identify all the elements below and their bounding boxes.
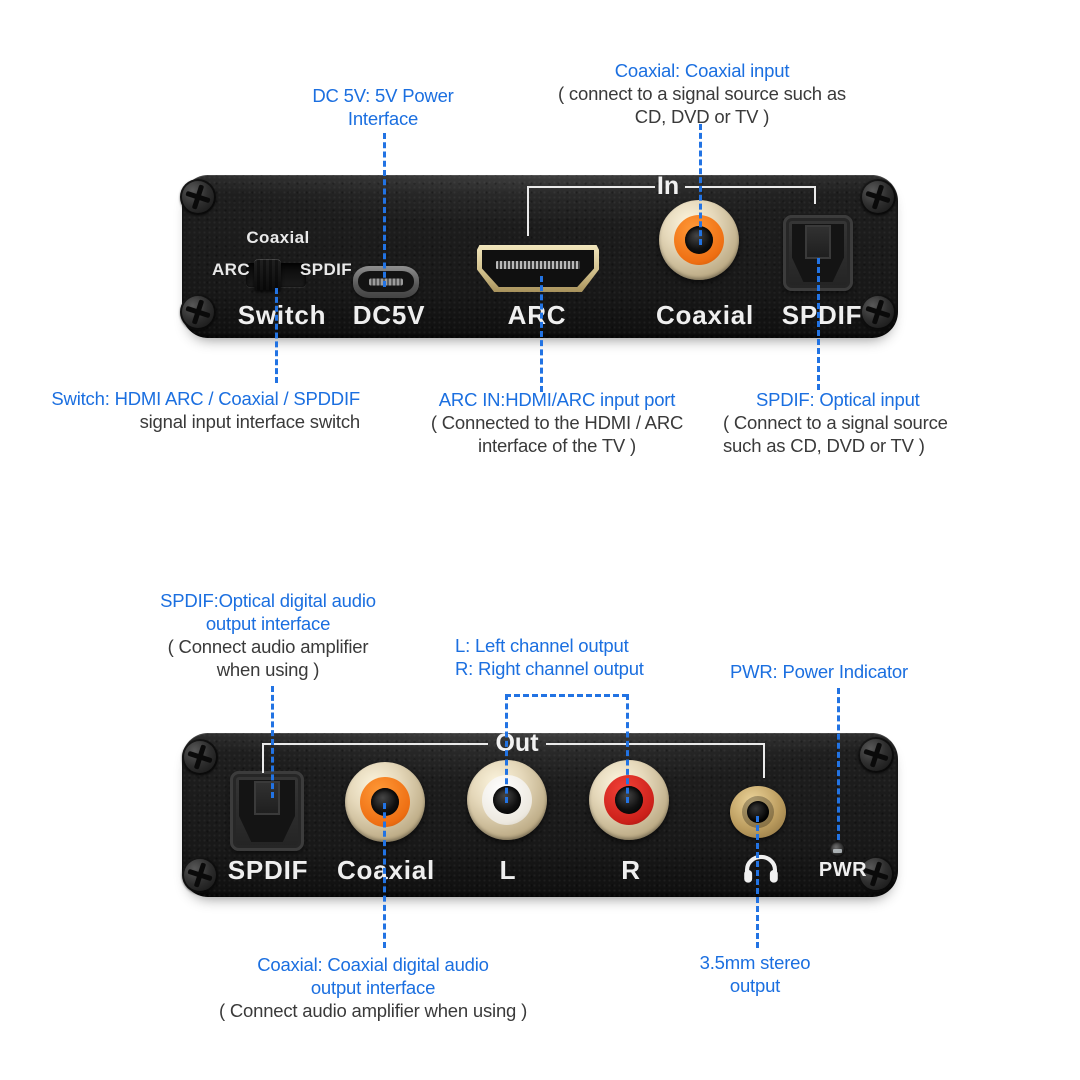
out-bracket-tick-left xyxy=(262,743,264,773)
coaxial-output-note-title1: Coaxial: Coaxial digital audio xyxy=(257,954,489,975)
in-bracket-line-right xyxy=(685,186,816,188)
switch-coaxial-label: Coaxial xyxy=(246,228,310,247)
dc5v-port xyxy=(353,266,419,298)
pwr-note: PWR: Power Indicator xyxy=(730,660,960,683)
leader-left-channel xyxy=(505,694,508,803)
in-bracket-line-left xyxy=(527,186,655,188)
screw-icon xyxy=(180,294,216,330)
spdif-output-note-body1: ( Connect audio amplifier xyxy=(167,636,369,657)
spdif-out-caption: SPDIF xyxy=(227,855,309,885)
r-caption: R xyxy=(621,855,641,885)
l-caption: L xyxy=(499,855,517,885)
out-group-label: Out xyxy=(495,729,539,757)
hdmi-arc-port-pins xyxy=(496,260,580,269)
in-group-label: In xyxy=(656,172,680,200)
spdif-input-shutter xyxy=(805,225,831,259)
coaxial-output-note-title2: output interface xyxy=(310,977,436,998)
spdif-input-note-body2: such as CD, DVD or TV ) xyxy=(723,435,925,456)
dc5v-port-pins xyxy=(369,278,403,286)
screw-icon xyxy=(182,739,218,775)
spdif-output-note-title2: output interface xyxy=(205,613,331,634)
screw-icon xyxy=(858,856,894,892)
leader-right-channel xyxy=(626,694,629,803)
power-led xyxy=(830,842,845,857)
in-bracket-tick-left xyxy=(527,186,529,236)
spdif-output-note-title1: SPDIF:Optical digital audio xyxy=(160,590,376,611)
leader-jack xyxy=(756,816,759,948)
switch-knob xyxy=(254,259,281,290)
pwr-note-title: PWR: Power Indicator xyxy=(730,661,908,682)
coaxial-caption: Coaxial xyxy=(655,300,755,330)
leader-coaxial-input xyxy=(699,124,702,245)
right-channel-hole xyxy=(615,786,643,814)
dc5v-note-line1: DC 5V: 5V Power xyxy=(312,85,454,106)
spdif-output-port xyxy=(230,771,304,851)
screw-icon xyxy=(858,737,894,773)
screw-icon xyxy=(180,179,216,215)
coaxial-output-note-body1: ( Connect audio amplifier when using ) xyxy=(218,1000,528,1021)
pwr-caption: PWR xyxy=(818,859,868,881)
headphone-jack-hole xyxy=(747,801,769,823)
screw-icon xyxy=(182,857,218,893)
screw-icon xyxy=(860,294,896,330)
input-select-switch xyxy=(246,259,306,290)
leader-spdif-output xyxy=(271,686,274,798)
leader-spdif-input xyxy=(817,258,820,390)
coaxial-input-note-title: Coaxial: Coaxial input xyxy=(614,60,790,81)
spdif-output-note: SPDIF:Optical digital audio output inter… xyxy=(117,589,419,681)
spdif-input-note: SPDIF: Optical input ( Connect to a sign… xyxy=(723,388,1035,457)
leader-coaxial-output xyxy=(383,803,386,948)
jack-note-line2: output xyxy=(729,975,781,996)
spdif-input-note-body1: ( Connect to a signal source xyxy=(723,412,948,433)
right-channel-port xyxy=(589,760,669,840)
arc-note: ARC IN:HDMI/ARC input port ( Connected t… xyxy=(407,388,707,457)
leader-switch xyxy=(275,288,278,383)
dc5v-note: DC 5V: 5V Power Interface xyxy=(283,84,483,130)
coaxial-input-note-body1: ( connect to a signal source such as xyxy=(558,83,846,104)
coaxial-output-note: Coaxial: Coaxial digital audio output in… xyxy=(183,953,563,1022)
out-bracket-line-right xyxy=(546,743,765,745)
spdif-caption: SPDIF xyxy=(781,300,863,330)
spdif-output-note-body2: when using ) xyxy=(216,659,320,680)
lr-note-line2: R: Right channel output xyxy=(455,658,644,679)
in-bracket-tick-right xyxy=(814,186,816,204)
headphone-icon xyxy=(744,854,778,883)
leader-arc xyxy=(540,276,543,392)
jack-note: 3.5mm stereo output xyxy=(655,951,855,997)
switch-arc-label: ARC xyxy=(211,260,251,279)
coaxial-input-note-body2: CD, DVD or TV ) xyxy=(634,106,770,127)
switch-caption: Switch xyxy=(237,300,327,330)
spdif-output-shutter xyxy=(254,781,280,815)
spdif-input-note-title: SPDIF: Optical input xyxy=(756,389,920,410)
lr-note-line1: L: Left channel output xyxy=(455,635,629,656)
coaxial-output-ring xyxy=(360,777,410,827)
right-channel-ring xyxy=(604,775,654,825)
out-bracket-line-left xyxy=(262,743,488,745)
arc-note-title: ARC IN:HDMI/ARC input port xyxy=(438,389,676,410)
leader-dc5v xyxy=(383,133,386,287)
switch-note-body1: signal input interface switch xyxy=(139,411,361,432)
dc5v-note-line2: Interface xyxy=(347,108,419,129)
input-panel: In Coaxial ARC SPDIF Switch DC5V ARC Coa… xyxy=(180,172,898,338)
dc5v-caption: DC5V xyxy=(352,300,426,330)
screw-icon xyxy=(860,179,896,215)
hdmi-arc-port xyxy=(477,245,599,292)
jack-note-line1: 3.5mm stereo xyxy=(699,952,811,973)
arc-note-body2: interface of the TV ) xyxy=(478,435,636,456)
leader-pwr xyxy=(837,688,840,840)
switch-note: Switch: HDMI ARC / Coaxial / SPDDIF sign… xyxy=(16,387,360,433)
arc-caption: ARC xyxy=(507,300,567,330)
arc-note-body1: ( Connected to the HDMI / ARC xyxy=(430,412,684,433)
lr-note: L: Left channel output R: Right channel … xyxy=(455,634,715,680)
coaxial-out-caption: Coaxial xyxy=(336,855,436,885)
coaxial-input-note: Coaxial: Coaxial input ( connect to a si… xyxy=(540,59,864,128)
output-panel: Out SPDIF Coaxial L R xyxy=(182,729,898,897)
switch-spdif-label: SPDIF xyxy=(299,260,353,279)
switch-note-title: Switch: HDMI ARC / Coaxial / SPDDIF xyxy=(51,388,360,409)
out-bracket-tick-right xyxy=(763,743,765,778)
leader-lr-horizontal xyxy=(505,694,628,697)
